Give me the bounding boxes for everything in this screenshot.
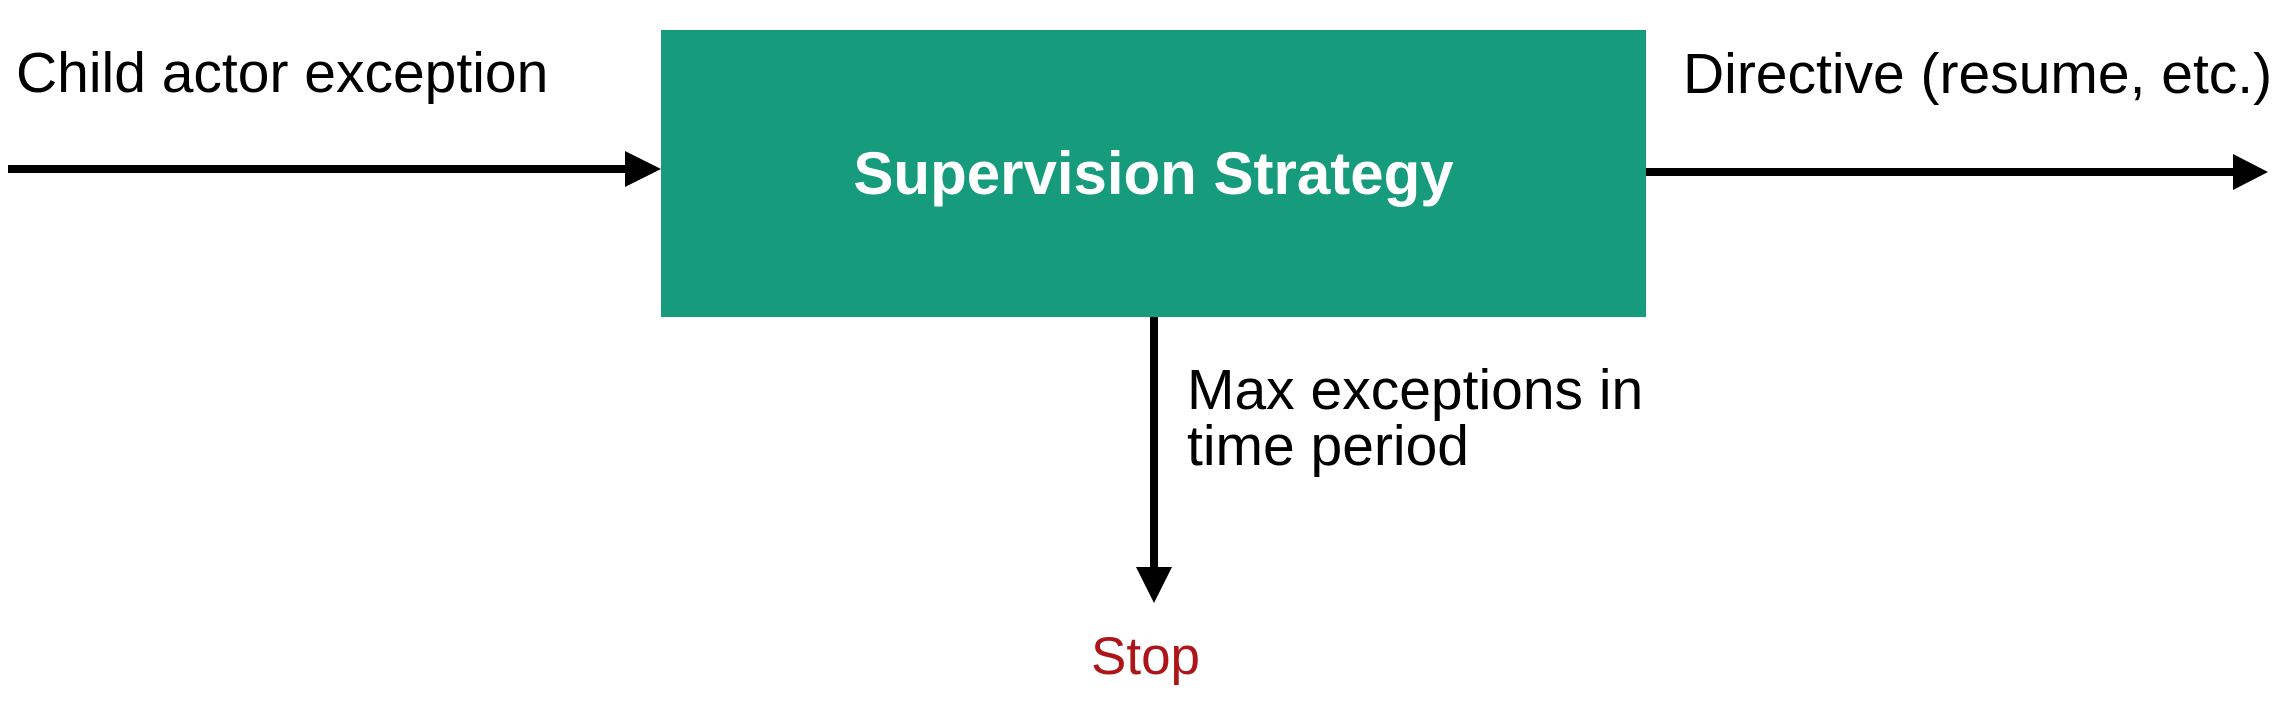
node-title: Supervision Strategy	[853, 140, 1454, 207]
max-exceptions-line-1: Max exceptions in	[1187, 358, 1644, 422]
arrow-right-icon	[1646, 154, 2268, 190]
arrow-down-icon	[1136, 317, 1172, 603]
directive-label: Directive (resume, etc.)	[1683, 42, 2273, 106]
supervision-strategy-node: Supervision Strategy	[661, 30, 1646, 317]
max-exceptions-label: Max exceptions in time period	[1187, 362, 1643, 475]
max-exceptions-line-2: time period	[1187, 414, 1469, 478]
stop-label: Stop	[1091, 627, 1201, 686]
arrow-right-icon	[8, 151, 661, 187]
child-exception-label: Child actor exception	[16, 41, 549, 105]
